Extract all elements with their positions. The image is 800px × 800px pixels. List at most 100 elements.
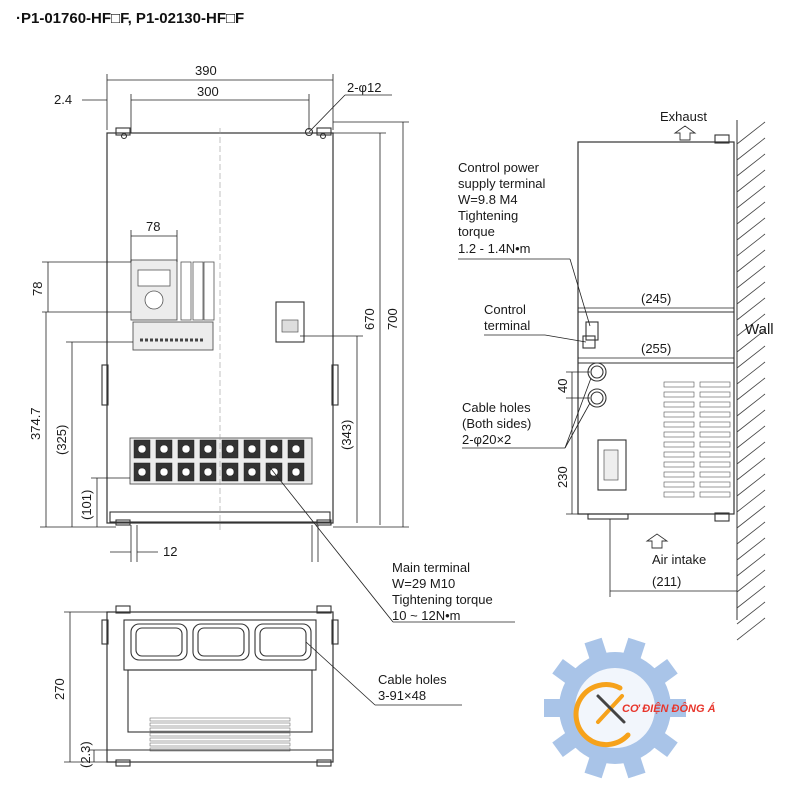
control-power-line-4: Tightening [458,208,518,223]
exhaust-arrow-icon [673,125,697,141]
hatch-line [736,249,766,273]
hatch-line [736,457,766,481]
vent-slot [663,391,695,398]
vent-slot [699,411,731,418]
control-terminal-line-1: Control [484,302,526,317]
vent-slot [699,421,731,428]
company-logo: CƠ ĐIỆN ĐÔNG Á [544,637,716,779]
hatch-line [736,329,766,353]
dim-211: (211) [652,574,681,589]
cable-hole-2 [192,623,250,661]
terminal-screw-head [159,444,169,454]
gear-tooth [552,658,578,685]
bottom-vent-slots [149,717,291,752]
terminal-screw-head [181,467,191,477]
control-power-line-2: supply terminal [458,176,546,191]
gear-tooth [668,699,686,717]
control-terminal-block [132,321,214,351]
hatch-line [736,537,766,561]
main-terminals [133,439,305,482]
mount-tab-bottom-right [316,519,332,526]
dim-230: 230 [555,466,570,488]
vent-slot [663,421,695,428]
vent-slot [699,441,731,448]
terminal-screw-head [225,467,235,477]
hatch-line [736,473,766,497]
hatch-line [736,569,766,593]
dim-270: 270 [52,678,67,700]
dim-offset-2-4: 2.4 [54,92,72,107]
option-slot-2 [192,261,204,321]
dim-height-670: 670 [362,308,377,330]
vent-slot [663,381,695,388]
side-bump-right [331,364,339,406]
main-terminal-line-4: 10 ~ 12N•m [392,608,461,623]
gear-tooth [622,755,646,779]
vent-slot [699,481,731,488]
vent-slot [663,451,695,458]
bottom-vent-slot [149,722,291,727]
hatch-line [736,505,766,529]
dim-255: (255) [641,341,671,356]
air-intake-label: Air intake [652,552,706,567]
terminal-screw-head [247,444,257,454]
vent-slot [663,411,695,418]
operator-panel [130,259,178,321]
terminal-screw-head [291,467,301,477]
vent-slot [699,461,731,468]
air-intake-arrow-icon [645,533,669,549]
dim-panel-height-78: 78 [30,282,45,296]
front-view: 390 300 2.4 2-φ12 78 78 670 700 (343) 3 [28,63,409,562]
vent-slot [699,391,731,398]
dim-2-3: (2.3) [78,741,93,768]
bottom-cable-holes-line-1: Cable holes [378,672,447,687]
hatch-line [736,553,766,577]
bottom-vent-slot [149,717,291,722]
hatch-line [736,361,766,385]
dim-343: (343) [339,420,354,450]
vent-slot [699,471,731,478]
control-power-module [275,301,305,343]
vent-slot [663,441,695,448]
option-slot-1 [180,261,192,321]
vent-slot [699,491,731,498]
hatch-line [736,121,766,145]
hatch-line [736,217,766,241]
side-cable-holes-line-3: 2-φ20×2 [462,432,511,447]
wall-label: Wall [745,321,774,338]
hatch-line [736,137,766,161]
hatch-line [736,601,766,625]
vent-slot [699,401,731,408]
side-view: Wall Exhaust Air intake (245) (255) [458,109,774,641]
terminal-screw-head [225,444,235,454]
dim-width-390: 390 [195,63,217,78]
mount-tab-bottom-left [115,519,131,526]
hatch-line [736,585,766,609]
exhaust-label: Exhaust [660,109,707,124]
vent-slot [699,381,731,388]
hatch-line [736,617,766,641]
terminal-screw-head [291,444,301,454]
control-power-terminal [585,321,599,341]
mount-tab-top-right [316,127,332,136]
hatch-line [736,233,766,257]
cable-hole-3 [254,623,312,661]
dim-101: (101) [79,490,94,520]
hatch-line [736,297,766,321]
control-power-line-3: W=9.8 M4 [458,192,518,207]
hatch-line [736,201,766,225]
cable-hole-1 [130,623,188,661]
terminal-screw-head [203,444,213,454]
hatch-line [736,377,766,401]
bottom-view: 270 (2.3) Cable holes 3-91×48 [52,605,462,768]
vent-slot [699,451,731,458]
vent-slot [663,401,695,408]
control-terminal [582,335,596,349]
dim-325: (325) [54,425,69,455]
terminal-screw-head [137,467,147,477]
option-slot-3 [203,261,215,321]
vent-slots [663,381,731,498]
page-title: ·P1-01760-HF□F, P1-02130-HF□F [16,10,244,27]
hatch-line [736,265,766,289]
